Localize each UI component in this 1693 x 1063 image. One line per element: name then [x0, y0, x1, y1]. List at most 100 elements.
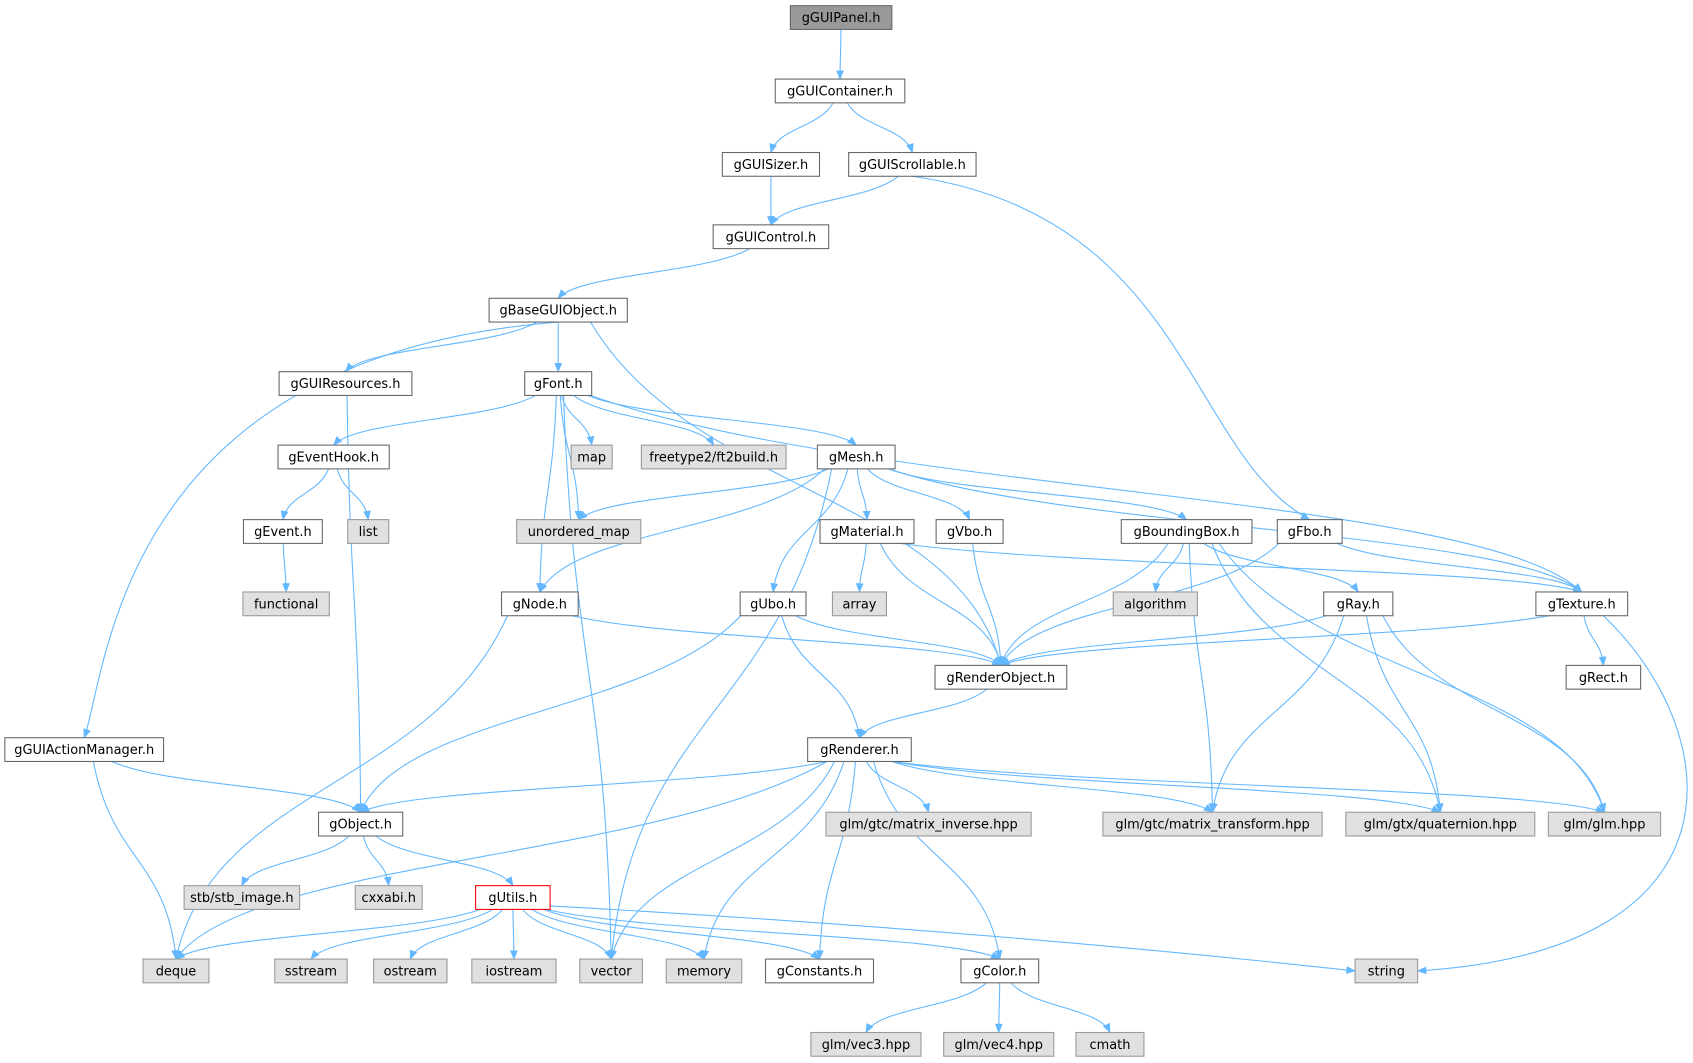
node-mesh[interactable]: gMesh.h: [816, 444, 896, 470]
node-bbox[interactable]: gBoundingBox.h: [1120, 519, 1253, 544]
node-label: glm/vec4.hpp: [955, 1038, 1043, 1053]
edge-renderer-to-color: [872, 761, 1003, 961]
node-stb[interactable]: stb/stb_image.h: [183, 885, 301, 910]
edge-utils-to-ostream: [409, 909, 504, 960]
node-material[interactable]: gMaterial.h: [819, 519, 915, 544]
node-vector[interactable]: vector: [579, 958, 643, 984]
node-freetype[interactable]: freetype2/ft2build.h: [640, 444, 787, 470]
node-container[interactable]: gGUIContainer.h: [774, 78, 906, 104]
node-box: [1075, 1031, 1145, 1057]
node-array[interactable]: array: [831, 591, 887, 617]
node-scrollable[interactable]: gGUIScrollable.h: [848, 151, 977, 177]
node-box: [1120, 519, 1253, 544]
node-box: [183, 885, 301, 910]
node-label: glm/gtc/matrix_inverse.hpp: [839, 818, 1017, 833]
node-sstream[interactable]: sstream: [274, 958, 348, 984]
node-texture[interactable]: gTexture.h: [1535, 591, 1629, 617]
node-box: [142, 958, 210, 984]
node-base[interactable]: gBaseGUIObject.h: [488, 297, 628, 323]
node-box: [1565, 664, 1642, 690]
node-box: [934, 664, 1068, 690]
node-ostream[interactable]: ostream: [373, 958, 448, 984]
node-label: gBoundingBox.h: [1134, 525, 1240, 540]
node-color[interactable]: gColor.h: [960, 958, 1040, 984]
node-constants[interactable]: gConstants.h: [764, 958, 875, 984]
node-box: [816, 444, 896, 470]
node-sizer[interactable]: gGUISizer.h: [721, 151, 821, 177]
node-actionmgr[interactable]: gGUIActionManager.h: [4, 737, 165, 763]
node-box: [274, 958, 348, 984]
node-label: gObject.h: [329, 818, 392, 833]
edge-texture-to-rect: [1583, 615, 1607, 667]
edge-renderer-to-object: [359, 760, 828, 813]
node-quat[interactable]: glm/gtx/quaternion.hpp: [1345, 811, 1536, 837]
node-label: gConstants.h: [777, 965, 862, 980]
edge-mesh-to-bbox: [888, 468, 1188, 521]
node-vec4[interactable]: glm/vec4.hpp: [943, 1031, 1055, 1057]
node-font[interactable]: gFont.h: [524, 371, 593, 396]
node-panel[interactable]: gGUIPanel.h: [789, 5, 893, 30]
node-label: glm/vec3.hpp: [822, 1038, 910, 1053]
node-list[interactable]: list: [347, 519, 390, 544]
node-deque[interactable]: deque: [142, 958, 210, 984]
node-cmath[interactable]: cmath: [1075, 1031, 1145, 1057]
edge-renderer-to-deque: [175, 761, 828, 960]
node-label: gRay.h: [1337, 597, 1380, 612]
node-matinv[interactable]: glm/gtc/matrix_inverse.hpp: [825, 811, 1032, 837]
node-box: [475, 885, 551, 910]
node-string[interactable]: string: [1354, 958, 1419, 984]
node-box: [831, 591, 887, 617]
edge-mesh-to-material: [856, 468, 871, 521]
node-renderobject[interactable]: gRenderObject.h: [934, 664, 1068, 690]
edge-utils-to-color: [545, 908, 1001, 960]
node-fbo[interactable]: gFbo.h: [1276, 519, 1343, 544]
edge-font-to-eventhook: [332, 394, 537, 446]
node-utils[interactable]: gUtils.h: [475, 885, 551, 910]
node-glm[interactable]: glm/glm.hpp: [1547, 811, 1662, 837]
edge-actionmgr-to-object: [111, 760, 362, 813]
edge-ray-to-quat: [1365, 615, 1444, 814]
node-functional[interactable]: functional: [242, 591, 330, 617]
node-box: [819, 519, 915, 544]
edge-eventhook-to-list: [336, 468, 371, 521]
node-map[interactable]: map: [570, 444, 613, 470]
edge-font-to-node: [536, 395, 557, 593]
edge-ray-to-mattrans: [1209, 615, 1345, 814]
node-vbo[interactable]: gVbo.h: [935, 519, 1004, 544]
node-box: [4, 737, 165, 763]
node-object[interactable]: gObject.h: [317, 811, 404, 837]
node-mattrans[interactable]: glm/gtc/matrix_transform.hpp: [1102, 811, 1323, 837]
edge-material-to-texture: [899, 542, 1583, 593]
edge-utils-to-sstream: [310, 908, 493, 960]
edge-renderobject-to-renderer: [858, 688, 988, 739]
node-control[interactable]: gGUIControl.h: [712, 224, 830, 250]
node-memory[interactable]: memory: [665, 958, 743, 984]
node-label: gFont.h: [534, 377, 583, 392]
node-label: glm/gtx/quaternion.hpp: [1364, 818, 1517, 833]
node-event[interactable]: gEvent.h: [242, 519, 323, 544]
node-node[interactable]: gNode.h: [500, 591, 579, 617]
node-ray[interactable]: gRay.h: [1323, 591, 1394, 617]
node-box: [516, 519, 642, 544]
node-label: gGUIPanel.h: [802, 11, 881, 26]
node-box: [1112, 591, 1198, 617]
node-iostream[interactable]: iostream: [471, 958, 557, 984]
node-box: [500, 591, 579, 617]
edge-renderer-to-constants: [815, 761, 856, 961]
node-eventhook[interactable]: gEventHook.h: [277, 444, 390, 470]
node-cxxabi[interactable]: cxxabi.h: [354, 885, 423, 910]
edge-event-to-functional: [282, 543, 290, 593]
node-box: [1354, 958, 1419, 984]
node-renderer[interactable]: gRenderer.h: [807, 737, 912, 763]
edge-utils-to-vector: [522, 909, 612, 960]
node-label: stb/stb_image.h: [190, 891, 293, 906]
node-umap[interactable]: unordered_map: [516, 519, 642, 544]
node-rect[interactable]: gRect.h: [1565, 664, 1642, 690]
node-resources[interactable]: gGUIResources.h: [278, 371, 413, 396]
node-vec3[interactable]: glm/vec3.hpp: [810, 1031, 922, 1057]
node-label: gGUIScrollable.h: [859, 158, 966, 173]
node-ubo[interactable]: gUbo.h: [739, 591, 807, 617]
node-box: [1276, 519, 1343, 544]
edge-vbo-to-renderobject: [972, 543, 1005, 667]
node-algorithm[interactable]: algorithm: [1112, 591, 1198, 617]
